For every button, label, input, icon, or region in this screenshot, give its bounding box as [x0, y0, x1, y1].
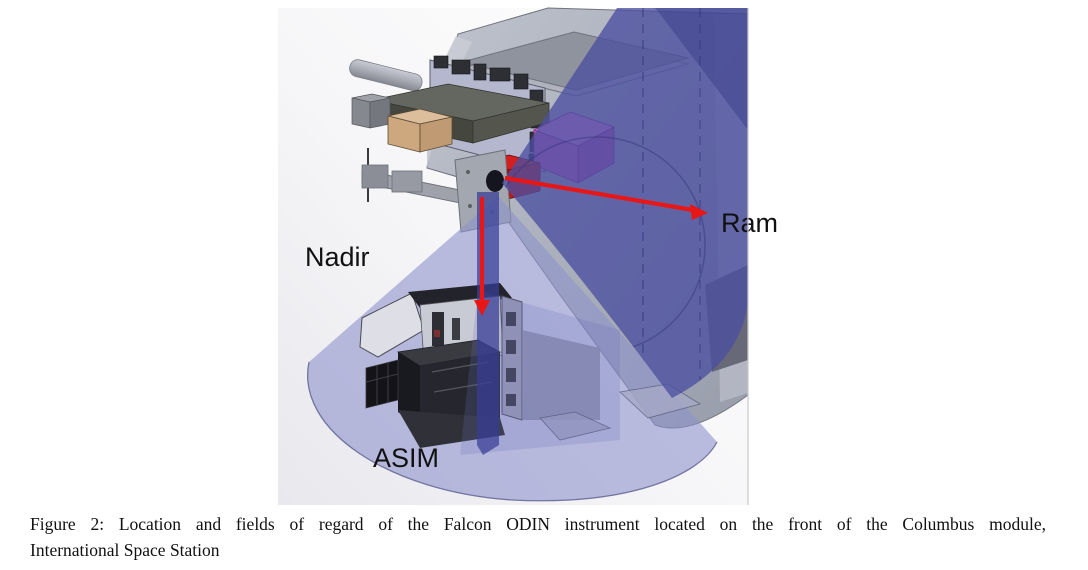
asim-main-box-front [398, 352, 420, 428]
bracket-bolt [468, 204, 472, 208]
caption-line-2: International Space Station [30, 540, 220, 560]
figure-2-image: Nadir Ram ASIM [278, 7, 778, 505]
small-gray-box-front [351, 97, 371, 129]
asim-mount-bolt [506, 394, 516, 406]
asim-component [452, 318, 460, 340]
nadir-cone-rim [307, 361, 718, 502]
small-gray-box-side [369, 97, 391, 129]
figure-caption: Figure 2: Location and fields of regard … [30, 511, 1046, 563]
rail-arm-segment [391, 170, 423, 193]
asim-module-bracket [522, 330, 600, 420]
asim-label: ASIM [373, 443, 439, 473]
ram-arrow [504, 175, 708, 220]
asim-component [432, 312, 444, 346]
asim-light-wedge [359, 292, 425, 358]
ram-fov-cone [502, 8, 748, 398]
handrail-cylinder [349, 59, 423, 92]
sensor-aperture [486, 170, 504, 192]
asim-mount-bolt [506, 368, 516, 382]
asim-mount-bolt [506, 312, 516, 326]
caption-line-1: Figure 2: Location and fields of regard … [30, 514, 1046, 534]
cad-rendering-iss-columbus: Nadir Ram ASIM [278, 7, 778, 505]
asim-mount-bolt [506, 340, 516, 354]
ram-label: Ram [721, 208, 778, 238]
rail-arm-segment [361, 164, 389, 189]
bracket-bolt [466, 170, 470, 174]
asim-cone-tint [460, 290, 620, 455]
nadir-down-arrow [474, 197, 490, 316]
asim-grid-line [365, 373, 399, 383]
tan-box [387, 108, 453, 153]
asim-component-red [434, 330, 440, 337]
nadir-label: Nadir [305, 242, 370, 272]
ram-cone-dark-corner [655, 8, 748, 130]
asim-foot [539, 411, 612, 441]
asim-grid-box [365, 359, 399, 409]
